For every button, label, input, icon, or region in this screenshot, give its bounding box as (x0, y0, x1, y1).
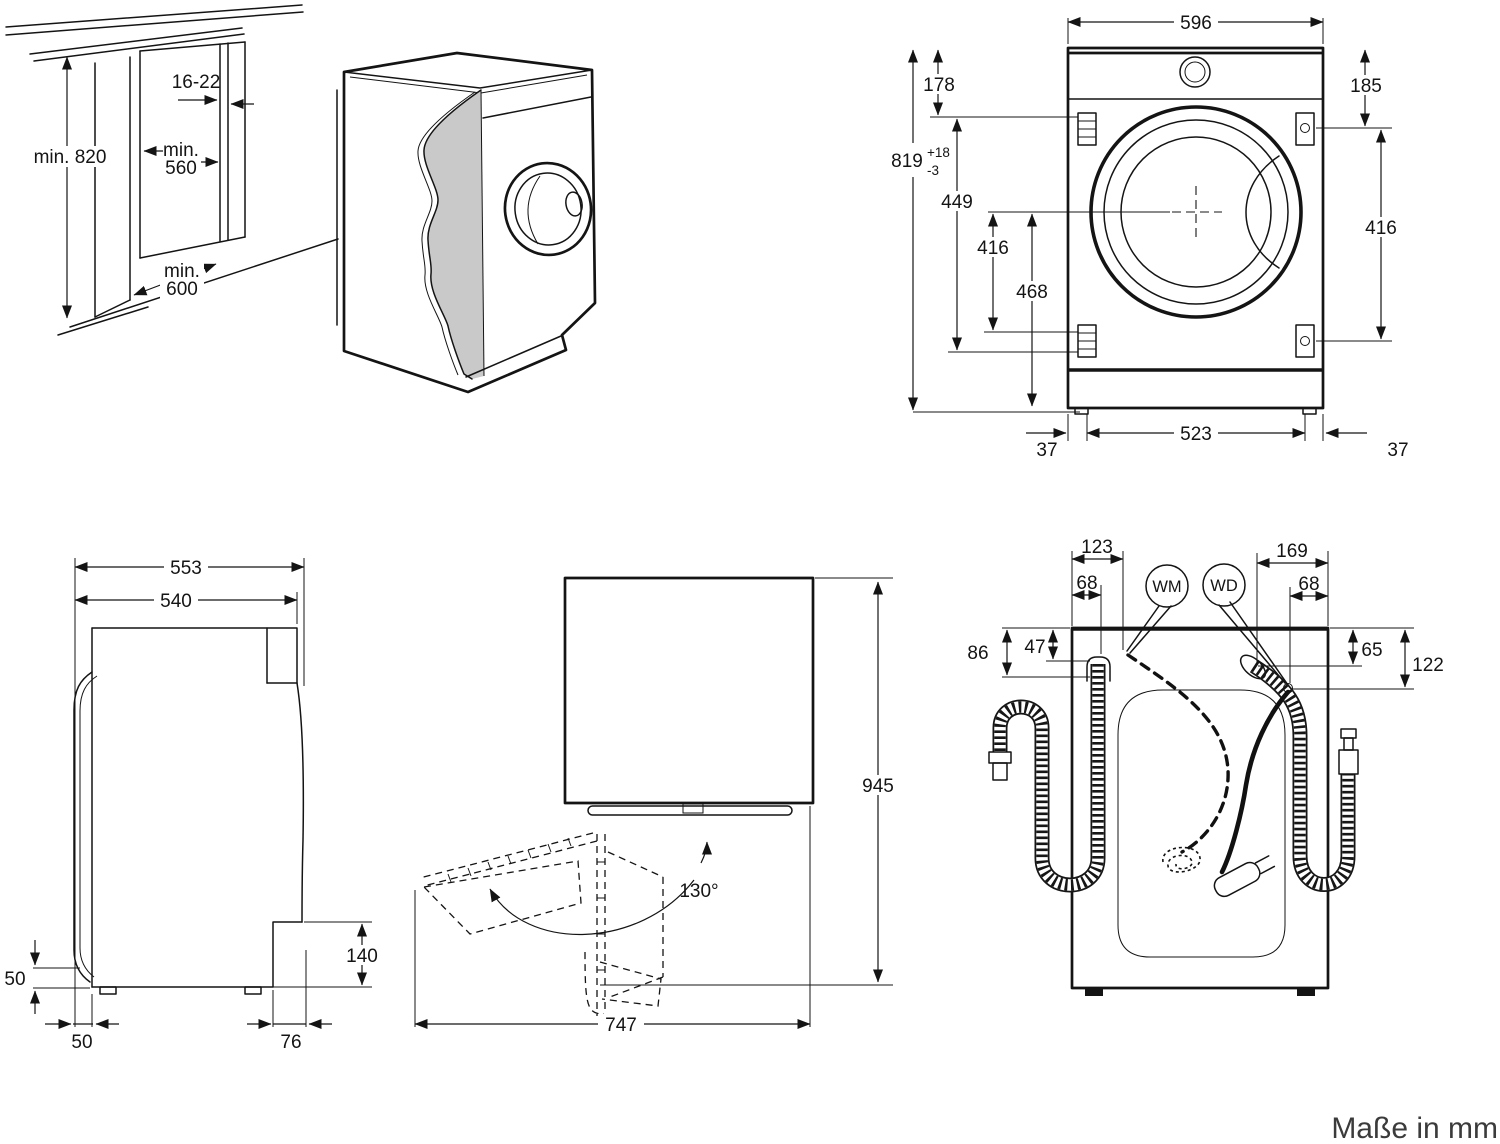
dim-min-depth-1: min. (163, 140, 199, 161)
dim-130deg: 130° (679, 881, 718, 902)
dim-122: 122 (1412, 655, 1444, 676)
dim-140: 140 (346, 946, 378, 967)
dim-76: 76 (280, 1032, 301, 1053)
units-note: Maße in mm (1331, 1112, 1498, 1144)
right-mount-holes (1295, 112, 1315, 358)
rear-foot-right (1297, 988, 1315, 996)
door-center-crosshair (1172, 186, 1222, 238)
dim-523: 523 (1180, 424, 1212, 445)
wm-cable (1126, 653, 1230, 873)
dim-178: 178 (923, 75, 955, 96)
rear-foot-left (1085, 988, 1103, 996)
front-machine (1066, 46, 1325, 415)
dim-min-depth-2: 560 (165, 158, 197, 179)
dim-68-right: 68 (1298, 574, 1319, 595)
dim-449: 449 (941, 192, 973, 213)
dim-945: 945 (862, 776, 894, 797)
dim-47: 47 (1024, 637, 1045, 658)
open-door-dashed (419, 832, 664, 1016)
dim-416-right: 416 (1365, 218, 1397, 239)
power-plug (1213, 855, 1276, 898)
drain-hose-clip (1086, 656, 1111, 682)
dim-50-left: 50 (4, 969, 25, 990)
dim-123: 123 (1081, 537, 1113, 558)
inlet-hose-clip (1239, 654, 1267, 680)
door-swing-view: 130° 945 747 (414, 576, 900, 1036)
closed-door-strip (587, 805, 793, 816)
dim-width-596: 596 (1180, 13, 1212, 34)
dim-37-left: 37 (1036, 440, 1057, 461)
side-machine (73, 627, 305, 995)
dim-540: 540 (160, 591, 192, 612)
dim-min-width-1: min. (164, 261, 200, 282)
dim-min-width-2: 600 (166, 279, 198, 300)
swing-angle: 130° (489, 841, 719, 936)
door-swing-dimensions: 945 747 (414, 577, 900, 1036)
machine-3d (342, 51, 597, 394)
wd-badge: WD (1210, 577, 1238, 595)
dim-747: 747 (605, 1015, 637, 1036)
top-button (1179, 56, 1211, 88)
rear-dimensions: 123 68 169 68 86 47 65 122 (967, 537, 1444, 690)
front-dimensions: 596 819 +18 -3 178 449 416 468 (883, 12, 1409, 461)
inlet-hose-fitting (1338, 749, 1359, 775)
front-view: 596 819 +18 -3 178 449 416 468 (883, 12, 1409, 461)
drain-hose-end-fitting (988, 751, 1012, 764)
wm-badge: WM (1152, 578, 1181, 596)
door-handle-recess (1245, 155, 1280, 269)
door-edge-ticks (447, 837, 572, 883)
dim-185: 185 (1350, 76, 1382, 97)
side-door-bulge (73, 671, 93, 983)
dim-169: 169 (1276, 541, 1308, 562)
inlet-hose (1239, 654, 1359, 884)
wd-power-cable (1213, 683, 1293, 898)
drain-hose (988, 656, 1111, 885)
wm-badge-circle (1145, 564, 1189, 608)
tub-contour (1117, 689, 1286, 958)
dim-min-height: min. 820 (34, 147, 107, 168)
cutaway-fill (423, 90, 484, 379)
dim-416-left: 416 (977, 238, 1009, 259)
door-3d (503, 161, 593, 257)
cutaway-wave-edge (423, 89, 482, 380)
dim-height-tol-plus: +18 (927, 145, 950, 160)
niche-dimensions: min. 820 16-22 min. 560 min. 600 (32, 56, 254, 319)
dim-65: 65 (1361, 640, 1382, 661)
dim-panel-thickness: 16-22 (172, 72, 221, 93)
door-handle-3d (565, 191, 583, 217)
dim-468: 468 (1016, 282, 1048, 303)
dim-37-right: 37 (1387, 440, 1408, 461)
side-dimensions: 553 540 50 50 76 140 (4, 557, 384, 1053)
rear-view: 123 68 169 68 86 47 65 122 (967, 537, 1444, 996)
left-hinges (1077, 112, 1097, 358)
dim-86: 86 (967, 643, 988, 664)
niche-installation-view: min. 820 16-22 min. 560 min. 600 (5, 4, 597, 394)
dim-50-bottom: 50 (71, 1032, 92, 1053)
dim-height-tol-minus: -3 (927, 163, 939, 178)
side-view: 553 540 50 50 76 140 (4, 557, 384, 1053)
dim-height-819: 819 (891, 151, 923, 172)
door-swing-machine (563, 576, 815, 805)
connection-balloons: WM WD (1126, 563, 1289, 686)
wd-badge-circle (1202, 563, 1246, 607)
door-latch (682, 803, 704, 814)
dim-553: 553 (170, 558, 202, 579)
machine-3d-outline (342, 51, 597, 394)
dim-68-left: 68 (1076, 573, 1097, 594)
